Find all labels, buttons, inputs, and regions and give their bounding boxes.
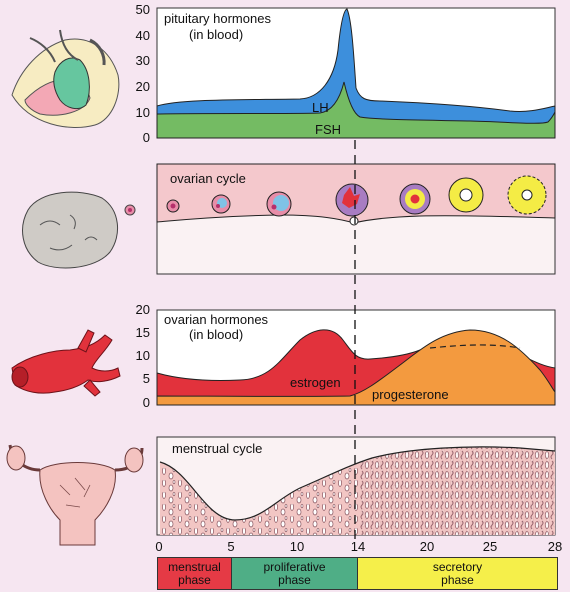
ovary-illustration: [22, 191, 136, 269]
day-tick: 5: [227, 539, 234, 554]
corpus-luteum: [448, 177, 484, 213]
phase-proliferative: proliferative phase: [231, 557, 358, 590]
corpus-luteum-early: [399, 183, 431, 215]
pituitary-panel: pituitary hormones (in blood) LH FSH 50 …: [136, 2, 556, 145]
day-tick: 14: [351, 539, 365, 554]
estrogen-hidden-line: [429, 344, 521, 349]
corpus-luteum-late: [507, 175, 547, 215]
day-tick: 25: [483, 539, 497, 554]
pituitary-ytick: 50: [136, 2, 150, 17]
ovarian-hormones-title-line2: (in blood): [189, 327, 243, 342]
day-tick: 20: [420, 539, 434, 554]
ovarian-hormones-ytick: 15: [136, 325, 150, 340]
phase-secretory-line2: phase: [441, 572, 474, 587]
pituitary-title-line1: pituitary hormones: [164, 11, 271, 26]
fsh-label: FSH: [315, 122, 341, 137]
ovarian-hormones-ytick: 20: [136, 302, 150, 317]
ovarian-hormones-ytick: 5: [143, 371, 150, 386]
pituitary-illustration: [11, 29, 120, 128]
ovarian-cycle-title: ovarian cycle: [170, 171, 246, 186]
pituitary-ytick: 10: [136, 105, 150, 120]
pituitary-title-line2: (in blood): [189, 27, 243, 42]
day-tick: 10: [290, 539, 304, 554]
lh-area: [156, 8, 556, 139]
ovarian-hormones-ytick: 0: [143, 395, 150, 410]
phase-proliferative-line1: proliferative: [263, 559, 326, 574]
phase-proliferative-line2: phase: [278, 572, 311, 587]
pituitary-ytick: 0: [143, 130, 150, 145]
estrogen-label: estrogen: [290, 375, 341, 390]
progesterone-label: progesterone: [372, 387, 449, 402]
phase-menstrual: menstrual phase: [157, 557, 232, 590]
ovarian-hormones-ytick: 10: [136, 348, 150, 363]
ovarian-hormones-panel: ovarian hormones (in blood) estrogen pro…: [136, 302, 556, 410]
phase-secretory: secretory phase: [357, 557, 558, 590]
lh-label: LH: [312, 100, 329, 115]
phase-secretory-line1: secretory: [432, 559, 483, 574]
follicle-secondary: [266, 191, 292, 217]
phase-menstrual-line1: menstrual: [168, 559, 221, 574]
pituitary-ytick: 20: [136, 79, 150, 94]
ovarian-hormones-title-line1: ovarian hormones: [164, 312, 269, 327]
blood-vessel-illustration: [11, 329, 121, 397]
follicle-sequence: [166, 175, 547, 226]
ovarian-cycle-panel: ovarian cycle: [156, 163, 556, 275]
phase-menstrual-line2: phase: [178, 572, 211, 587]
menstrual-cycle-title: menstrual cycle: [172, 441, 262, 456]
pituitary-ytick: 30: [136, 53, 150, 68]
progesterone-area: [156, 329, 556, 406]
day-axis: 0 5 10 14 20 25 28: [155, 539, 562, 554]
endometrium-surface: [159, 446, 556, 521]
follicle-primary: [211, 194, 231, 214]
pituitary-ytick: 40: [136, 28, 150, 43]
menstrual-cycle-panel: menstrual cycle: [156, 436, 556, 536]
day-tick: 28: [548, 539, 562, 554]
uterus-illustration: [6, 444, 144, 546]
day-tick: 0: [155, 539, 162, 554]
fsh-area: [156, 81, 556, 139]
endometrium-secretory-glands: [360, 446, 555, 535]
follicle-primordial: [166, 199, 180, 213]
